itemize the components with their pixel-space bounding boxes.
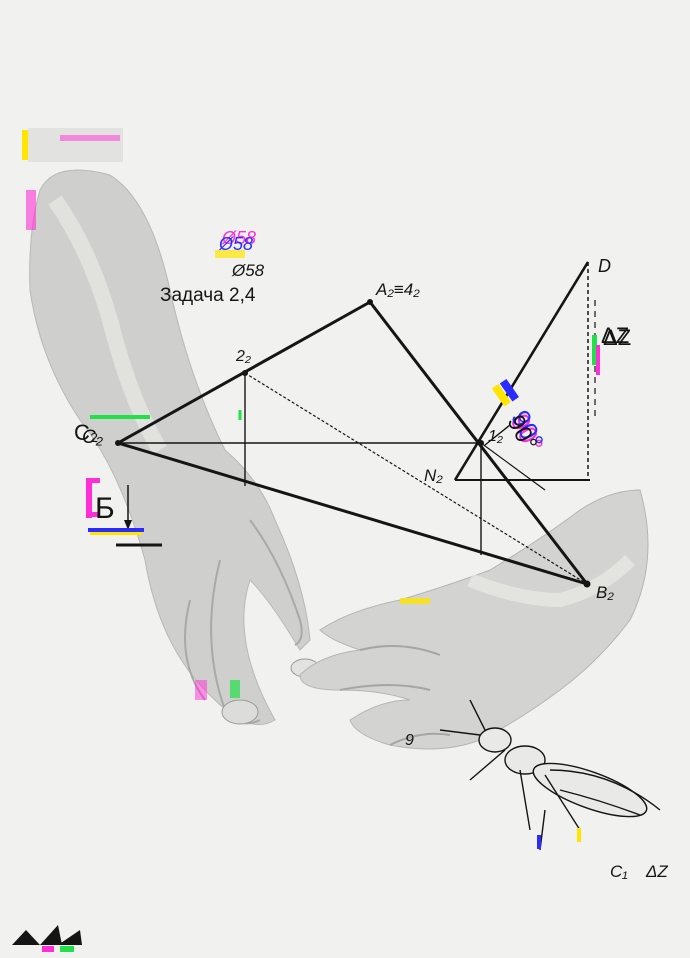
- delta-z-magenta: ΔZ: [603, 325, 631, 350]
- point-d-label: D: [598, 256, 611, 276]
- point-22-label: 2₂: [235, 348, 251, 365]
- task-title: Задача 2,4: [160, 285, 256, 306]
- diameter-label-magenta: Ø58: [221, 228, 256, 248]
- construction-points: [115, 299, 591, 588]
- left-arm-and-hand-icon: [29, 169, 320, 725]
- point-c2-label: C₂: [82, 427, 104, 448]
- delta-z-bottom-label: ΔZ: [645, 862, 668, 881]
- insect-icon: [439, 699, 661, 851]
- point-a2-label: A₂≡4₂: [375, 280, 420, 299]
- diameter-label-blue: Ø58: [218, 234, 253, 254]
- diameter-label: Ø58: [231, 261, 265, 280]
- point-12-label: 1₂: [488, 428, 503, 445]
- svg-text:Б: Б: [95, 492, 115, 525]
- triangle-logo-icon: [12, 925, 82, 952]
- delta-z-label: ΔZ: [601, 323, 629, 348]
- c1-label: C₁: [610, 862, 628, 881]
- point-n2-label: N₂: [424, 466, 443, 485]
- svg-text:9: 9: [405, 732, 414, 749]
- angle-label-group: 90° 90° 90°: [502, 405, 550, 457]
- glitch-artifact: [22, 128, 123, 230]
- point-b2-label: B₂: [596, 583, 614, 602]
- section-marker: Б: [86, 478, 162, 547]
- right-arm-and-hand-icon: 9: [299, 489, 649, 750]
- point-c2-magenta: C₂: [74, 420, 98, 445]
